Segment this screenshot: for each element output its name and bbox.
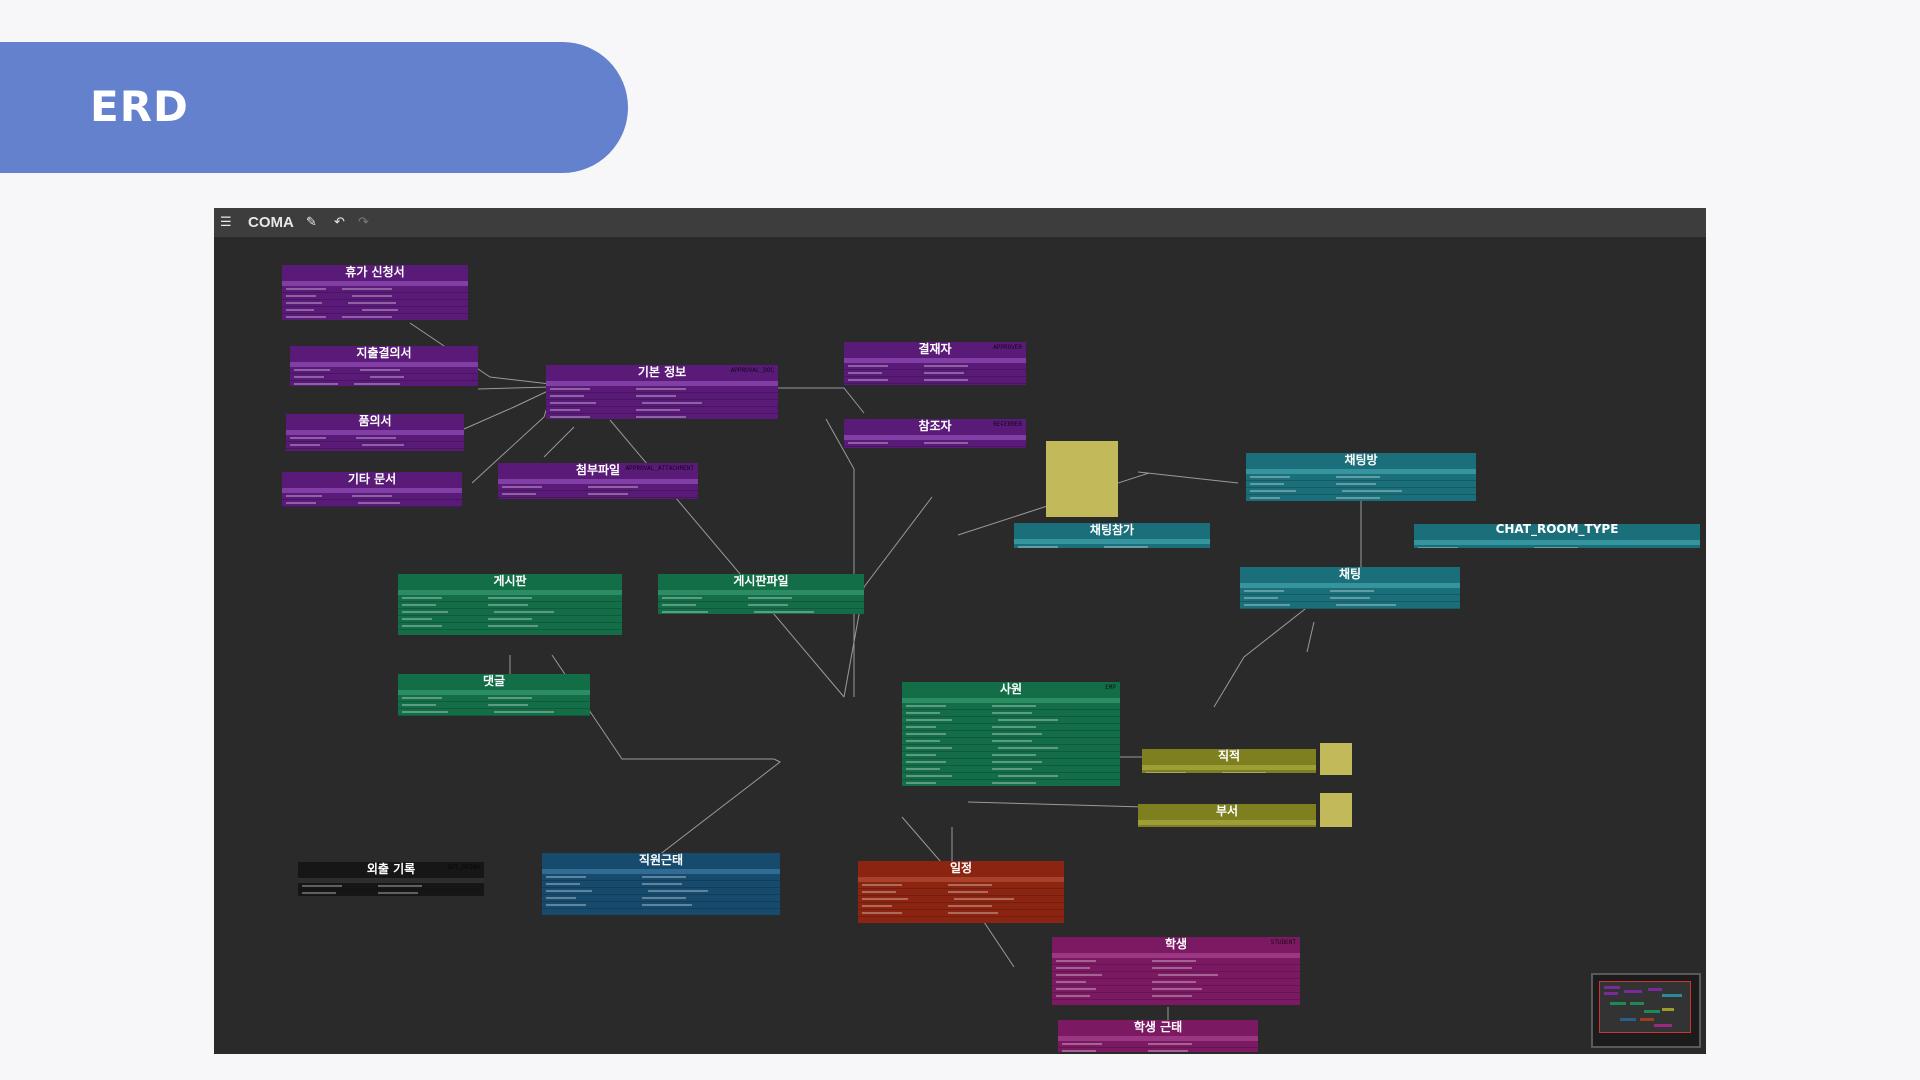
- table-title: 사원: [999, 682, 1023, 696]
- relation-line: [843, 496, 933, 698]
- table-title: 채팅: [1338, 567, 1362, 581]
- menu-icon[interactable]: ☰: [220, 215, 232, 230]
- table-chat[interactable]: 채팅: [1240, 567, 1460, 609]
- table-title: 직적: [1217, 749, 1241, 763]
- table-title: 학생: [1164, 937, 1188, 951]
- relation-line: [609, 419, 845, 698]
- minimap[interactable]: [1591, 973, 1701, 1048]
- table-title: 휴가 신청서: [345, 265, 405, 279]
- table-employee-attendance[interactable]: 직원근태: [542, 853, 780, 915]
- table-etc-doc[interactable]: 기타 문서: [282, 472, 462, 507]
- erd-editor-window: ☰ COMA ✎ ↶ ↷: [214, 208, 1706, 1054]
- relation-line: [543, 426, 575, 458]
- table-title: 부서: [1215, 804, 1239, 818]
- title-banner: [0, 42, 628, 173]
- table-expense[interactable]: 지출결의서: [290, 346, 478, 386]
- table-referrer[interactable]: 참조자 REFERRER: [844, 419, 1026, 448]
- relation-line: [1137, 471, 1239, 484]
- memo-note[interactable]: [1320, 793, 1352, 827]
- table-title: 결재자: [918, 342, 952, 356]
- table-outing[interactable]: 외출 기록 OUT_GOING: [298, 862, 484, 896]
- pencil-icon[interactable]: ✎: [306, 215, 317, 230]
- table-title: 채팅방: [1344, 453, 1378, 467]
- table-board-file[interactable]: 게시판파일: [658, 574, 864, 614]
- relation-line: [1306, 621, 1315, 653]
- table-student-attendance[interactable]: 학생 근태: [1058, 1020, 1258, 1052]
- table-physical-name: APPROVAL_ATTACHMENT: [625, 465, 694, 472]
- table-attachment[interactable]: 첨부파일 APPROVAL_ATTACHMENT: [498, 463, 698, 499]
- relation-line: [967, 801, 1145, 808]
- table-title: 기타 문서: [347, 472, 397, 486]
- table-proposal[interactable]: 품의서: [286, 414, 464, 451]
- table-basic-info[interactable]: 기본 정보 APPROVAL_DOC: [546, 365, 778, 419]
- memo-note[interactable]: [1320, 743, 1352, 775]
- slide-title: ERD: [90, 82, 189, 131]
- minimap-viewport[interactable]: [1599, 981, 1691, 1033]
- table-comment[interactable]: 댓글: [398, 674, 590, 716]
- undo-icon[interactable]: ↶: [334, 215, 345, 230]
- table-title: 일정: [949, 861, 973, 875]
- diagram-name[interactable]: COMA: [248, 214, 294, 231]
- relation-line: [409, 322, 551, 385]
- table-title: 지출결의서: [356, 346, 412, 360]
- table-chat-room-type[interactable]: CHAT_ROOM_TYPE: [1414, 524, 1700, 548]
- table-chat-room[interactable]: 채팅방: [1246, 453, 1476, 501]
- table-position[interactable]: 직적: [1142, 749, 1316, 773]
- table-schedule[interactable]: 일정: [858, 861, 1064, 923]
- table-approver[interactable]: 결재자 APPROVER: [844, 342, 1026, 385]
- table-title: 학생 근태: [1133, 1020, 1183, 1034]
- table-chat-join[interactable]: 채팅참가: [1014, 523, 1210, 548]
- table-board[interactable]: 게시판: [398, 574, 622, 635]
- table-title: 참조자: [918, 419, 952, 433]
- table-dept[interactable]: 부서: [1138, 804, 1316, 827]
- table-physical-name: OUT_GOING: [447, 864, 480, 871]
- table-leave[interactable]: 휴가 신청서: [282, 265, 468, 320]
- relation-line: [649, 758, 781, 863]
- table-physical-name: APPROVER: [993, 344, 1022, 351]
- redo-icon[interactable]: ↷: [358, 215, 369, 230]
- relation-line: [825, 418, 855, 697]
- table-title: 댓글: [482, 674, 506, 688]
- table-title: 게시판파일: [733, 574, 789, 588]
- table-physical-name: EMP: [1105, 684, 1116, 691]
- relation-line: [463, 389, 551, 430]
- table-title: 채팅참가: [1089, 523, 1135, 537]
- relation-line: [1213, 601, 1315, 708]
- table-physical-name: STUDENT: [1270, 939, 1296, 946]
- relation-line: [477, 386, 551, 390]
- table-physical-name: APPROVAL_DOC: [730, 367, 774, 374]
- erd-canvas[interactable]: 휴가 신청서 지출결의서 품의서 기타 문서: [214, 237, 1706, 1054]
- table-title: 품의서: [358, 414, 392, 428]
- table-title: 기본 정보: [637, 365, 687, 379]
- editor-toolbar: ☰ COMA ✎ ↶ ↷: [214, 208, 1706, 237]
- table-physical-name: REFERRER: [993, 421, 1022, 428]
- memo-note[interactable]: [1046, 441, 1118, 517]
- table-title: CHAT_ROOM_TYPE: [1495, 524, 1619, 536]
- table-title: 직원근태: [638, 853, 684, 867]
- table-title: 외출 기록: [366, 862, 416, 876]
- table-title: 게시판: [493, 574, 527, 588]
- table-title: 첨부파일: [575, 463, 621, 477]
- table-employee[interactable]: 사원 EMP: [902, 682, 1120, 786]
- table-student[interactable]: 학생 STUDENT: [1052, 937, 1300, 1005]
